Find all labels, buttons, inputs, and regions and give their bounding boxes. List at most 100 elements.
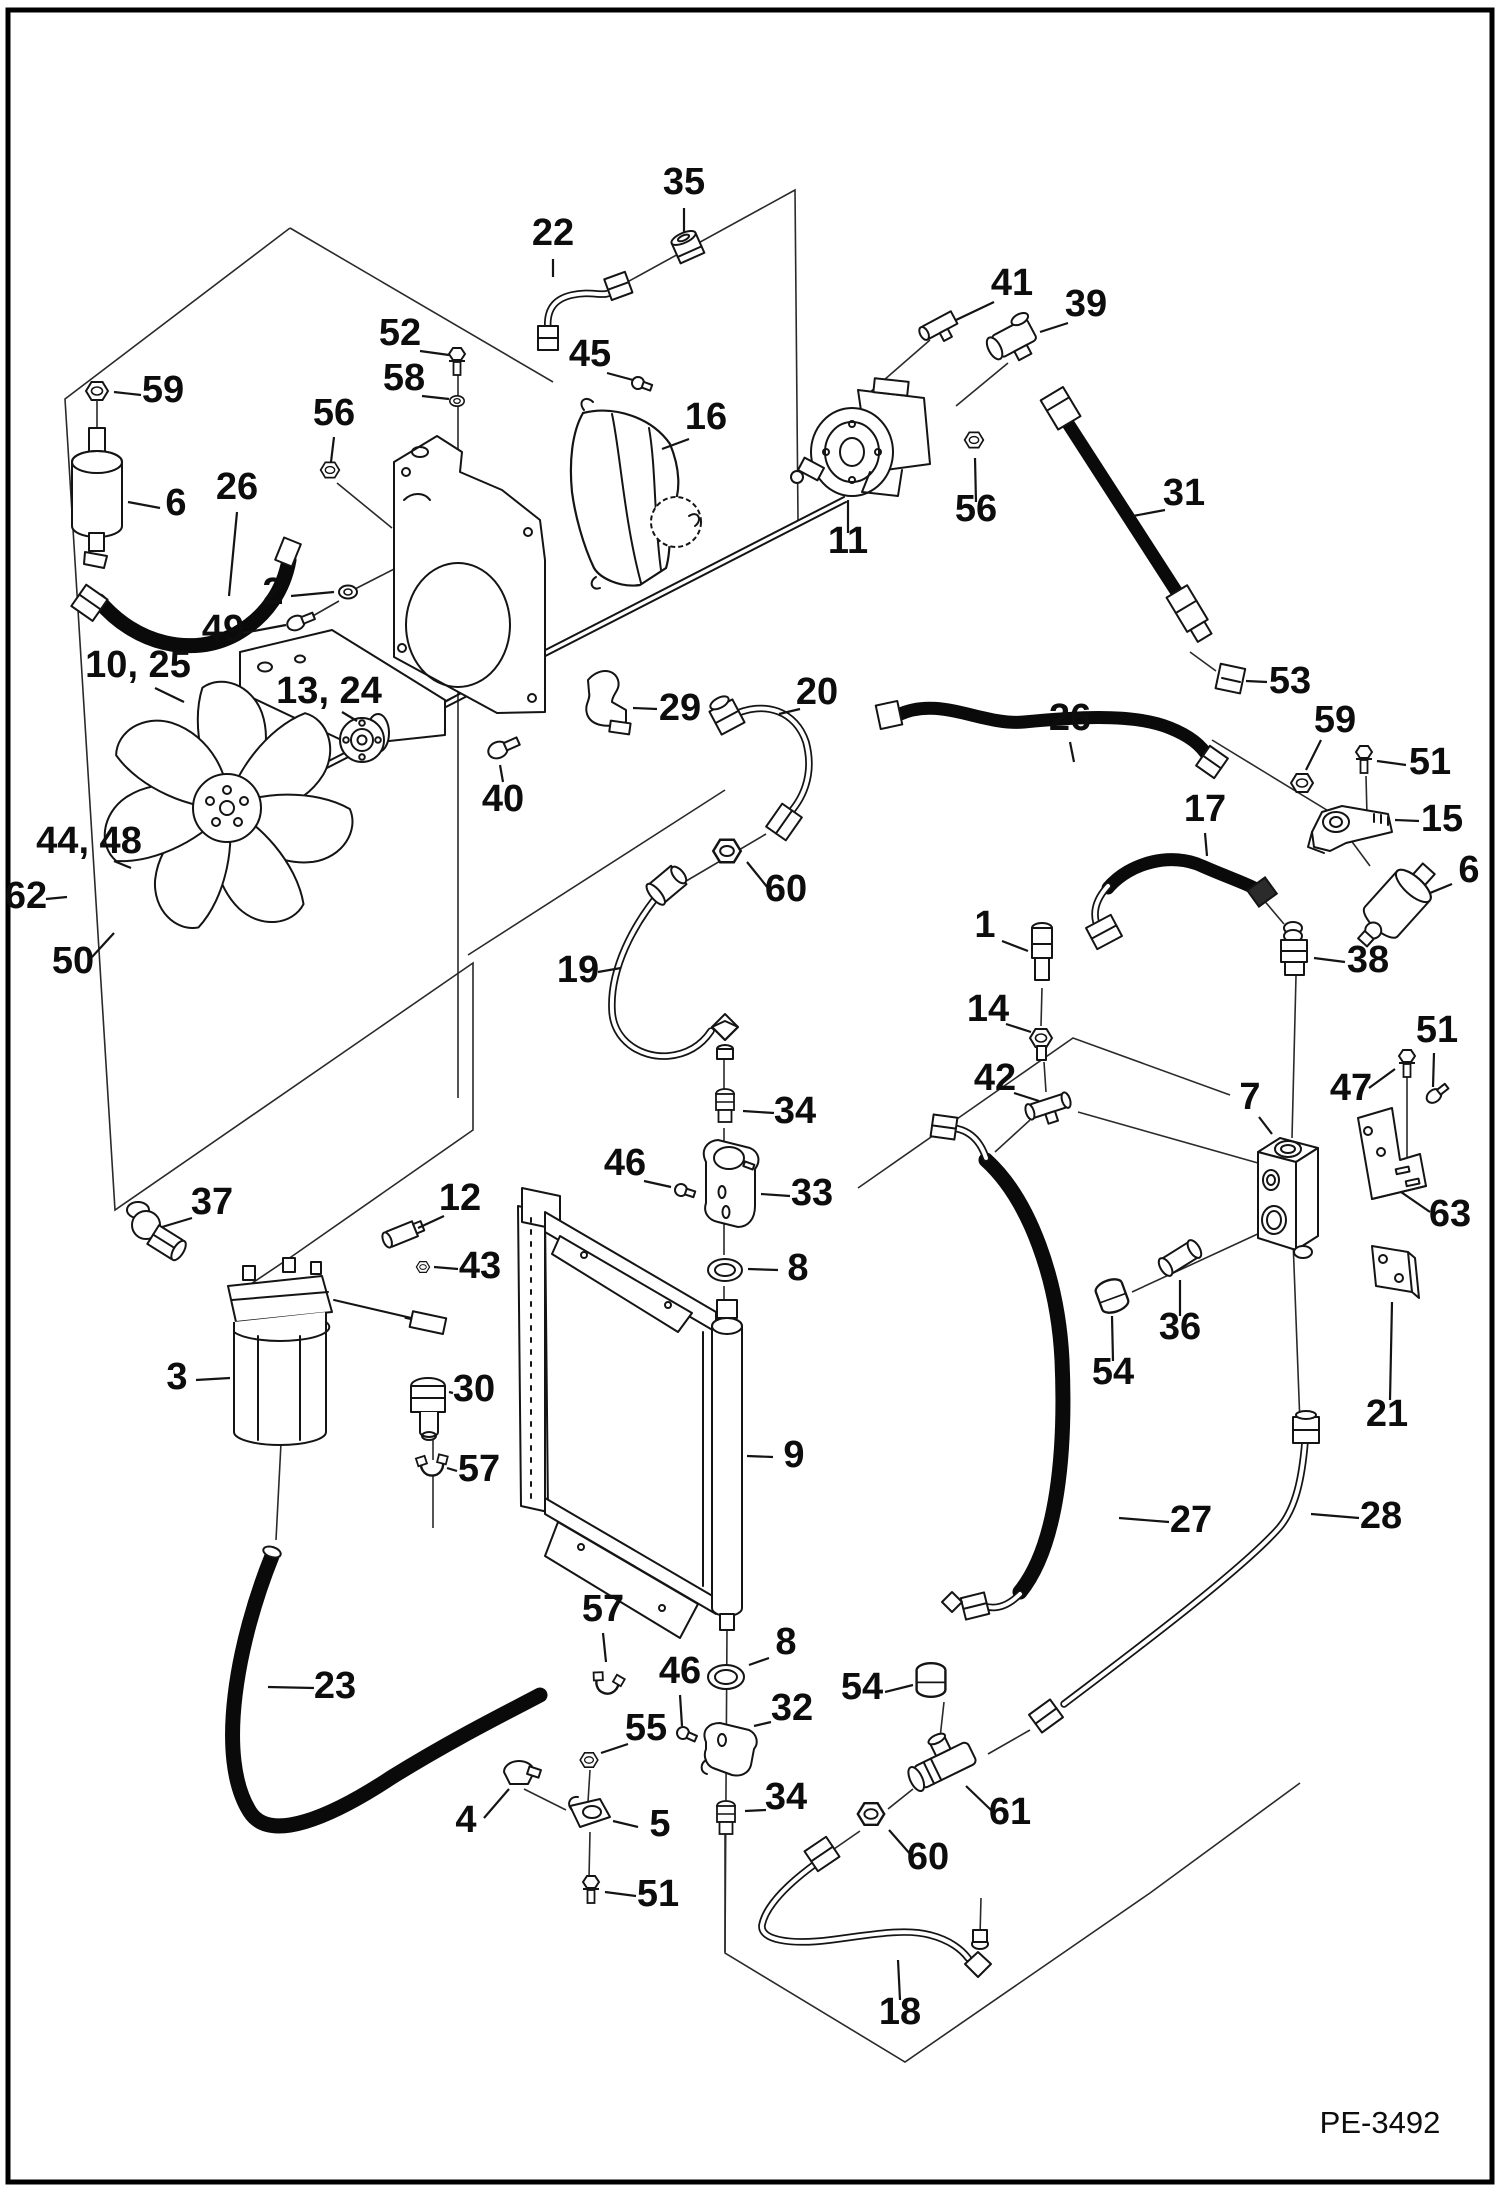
hose-23	[225, 1545, 548, 1834]
callout-label-13-24: 13, 24	[276, 670, 382, 712]
callout-label-23: 23	[314, 1665, 356, 1707]
clamp-57a	[414, 1453, 449, 1477]
leader-47	[1368, 1068, 1396, 1089]
callout-label-8b: 8	[775, 1621, 796, 1663]
callout-label-34b: 34	[765, 1776, 807, 1818]
callout-label-28: 28	[1360, 1495, 1402, 1537]
callout-label-4: 4	[455, 1799, 476, 1841]
leader-54t	[1110, 1315, 1115, 1362]
leader-51c	[1431, 1052, 1436, 1088]
callout-leaders	[45, 208, 1453, 2001]
elbow-30	[410, 1377, 446, 1441]
leader-60b	[888, 1829, 912, 1856]
callout-label-46b: 46	[659, 1650, 701, 1692]
leader-51d	[604, 1890, 637, 1898]
filter-6-right	[1357, 862, 1436, 948]
leader-10-25	[154, 687, 185, 703]
callout-label-54t: 54	[1092, 1351, 1134, 1393]
callout-label-27: 27	[1170, 1499, 1212, 1541]
bracket-32	[700, 1722, 758, 1777]
leader-34a	[742, 1109, 775, 1115]
callout-label-44-48: 44, 48	[36, 820, 142, 862]
callout-label-51d: 51	[637, 1873, 679, 1915]
callout-label-10-25: 10, 25	[85, 644, 191, 686]
leader-60a	[746, 861, 769, 889]
callout-label-16: 16	[685, 396, 727, 438]
callout-label-26l: 26	[216, 466, 258, 508]
fan-hub	[339, 713, 390, 763]
callout-label-14: 14	[967, 988, 1009, 1030]
elbow-37	[126, 1201, 187, 1262]
plate-21	[1371, 1245, 1420, 1299]
callout-label-8a: 8	[787, 1247, 808, 1289]
callout-label-36: 36	[1159, 1306, 1201, 1348]
cap-53	[1214, 662, 1247, 695]
leader-39	[1039, 321, 1069, 334]
drawing-number-text: PE-3492	[1320, 2105, 1441, 2140]
callout-label-30: 30	[453, 1368, 495, 1410]
bracket-29	[585, 670, 632, 736]
nut-55	[579, 1752, 599, 1768]
hydraulic-motor	[790, 377, 931, 497]
callout-label-60a: 60	[765, 868, 807, 910]
leader-8b	[748, 1656, 770, 1667]
hose-26-left	[70, 536, 302, 654]
callout-label-62: 62	[5, 875, 47, 917]
nut-43	[415, 1260, 431, 1274]
callout-label-57b: 57	[582, 1588, 624, 1630]
callout-label-17: 17	[1184, 788, 1226, 830]
fitting-39	[985, 311, 1037, 362]
bolt-46a	[674, 1183, 697, 1199]
filter-3	[227, 1257, 448, 1446]
fitting-34b	[716, 1800, 736, 1835]
plug-35	[670, 229, 706, 265]
leader-57b	[601, 1632, 608, 1663]
leader-21	[1388, 1301, 1394, 1401]
callout-label-53: 53	[1269, 660, 1311, 702]
fitting-36	[1157, 1239, 1203, 1277]
callout-label-20: 20	[796, 671, 838, 713]
leader-37	[161, 1216, 193, 1229]
callout-label-26r: 26	[1049, 697, 1091, 739]
fitting-42	[1024, 1091, 1072, 1125]
callout-label-38: 38	[1347, 939, 1389, 981]
leader-7	[1258, 1116, 1273, 1135]
cap-54t	[1092, 1275, 1132, 1317]
callout-label-37: 37	[191, 1181, 233, 1223]
washer-58	[448, 394, 466, 408]
leader-62	[45, 895, 68, 901]
nut-56-left	[319, 461, 341, 479]
leader-12	[417, 1215, 445, 1229]
nut-56-right	[963, 431, 985, 449]
construction-lines	[64, 188, 1408, 2063]
fitting-41	[918, 310, 959, 343]
oil-cooler	[517, 1187, 743, 1639]
callout-label-46a: 46	[604, 1142, 646, 1184]
leader-33	[760, 1192, 791, 1198]
callout-label-21: 21	[1366, 1393, 1408, 1435]
fitting-14	[1029, 1028, 1053, 1061]
callout-label-42: 42	[974, 1057, 1016, 1099]
leader-34b	[744, 1808, 767, 1813]
leader-43	[433, 1265, 459, 1271]
leader-20	[778, 707, 801, 716]
leader-54b	[884, 1683, 914, 1694]
page-border	[5, 7, 1495, 2185]
bolt-49	[286, 611, 316, 632]
leader-52	[419, 349, 450, 357]
leader-6l	[127, 500, 161, 510]
leader-1	[1001, 939, 1029, 953]
callout-label-34a: 34	[774, 1090, 816, 1132]
callout-label-51c: 51	[1416, 1009, 1458, 1051]
cap-54b	[915, 1661, 947, 1699]
leader-63	[1400, 1191, 1431, 1213]
bolt-45	[631, 376, 654, 392]
leader-46b	[678, 1694, 684, 1727]
bracket-63	[1357, 1107, 1427, 1200]
tube-18	[758, 1835, 992, 1978]
bracket-5	[568, 1795, 611, 1828]
leader-59r	[1305, 739, 1322, 771]
callout-label-12: 12	[439, 1177, 481, 1219]
